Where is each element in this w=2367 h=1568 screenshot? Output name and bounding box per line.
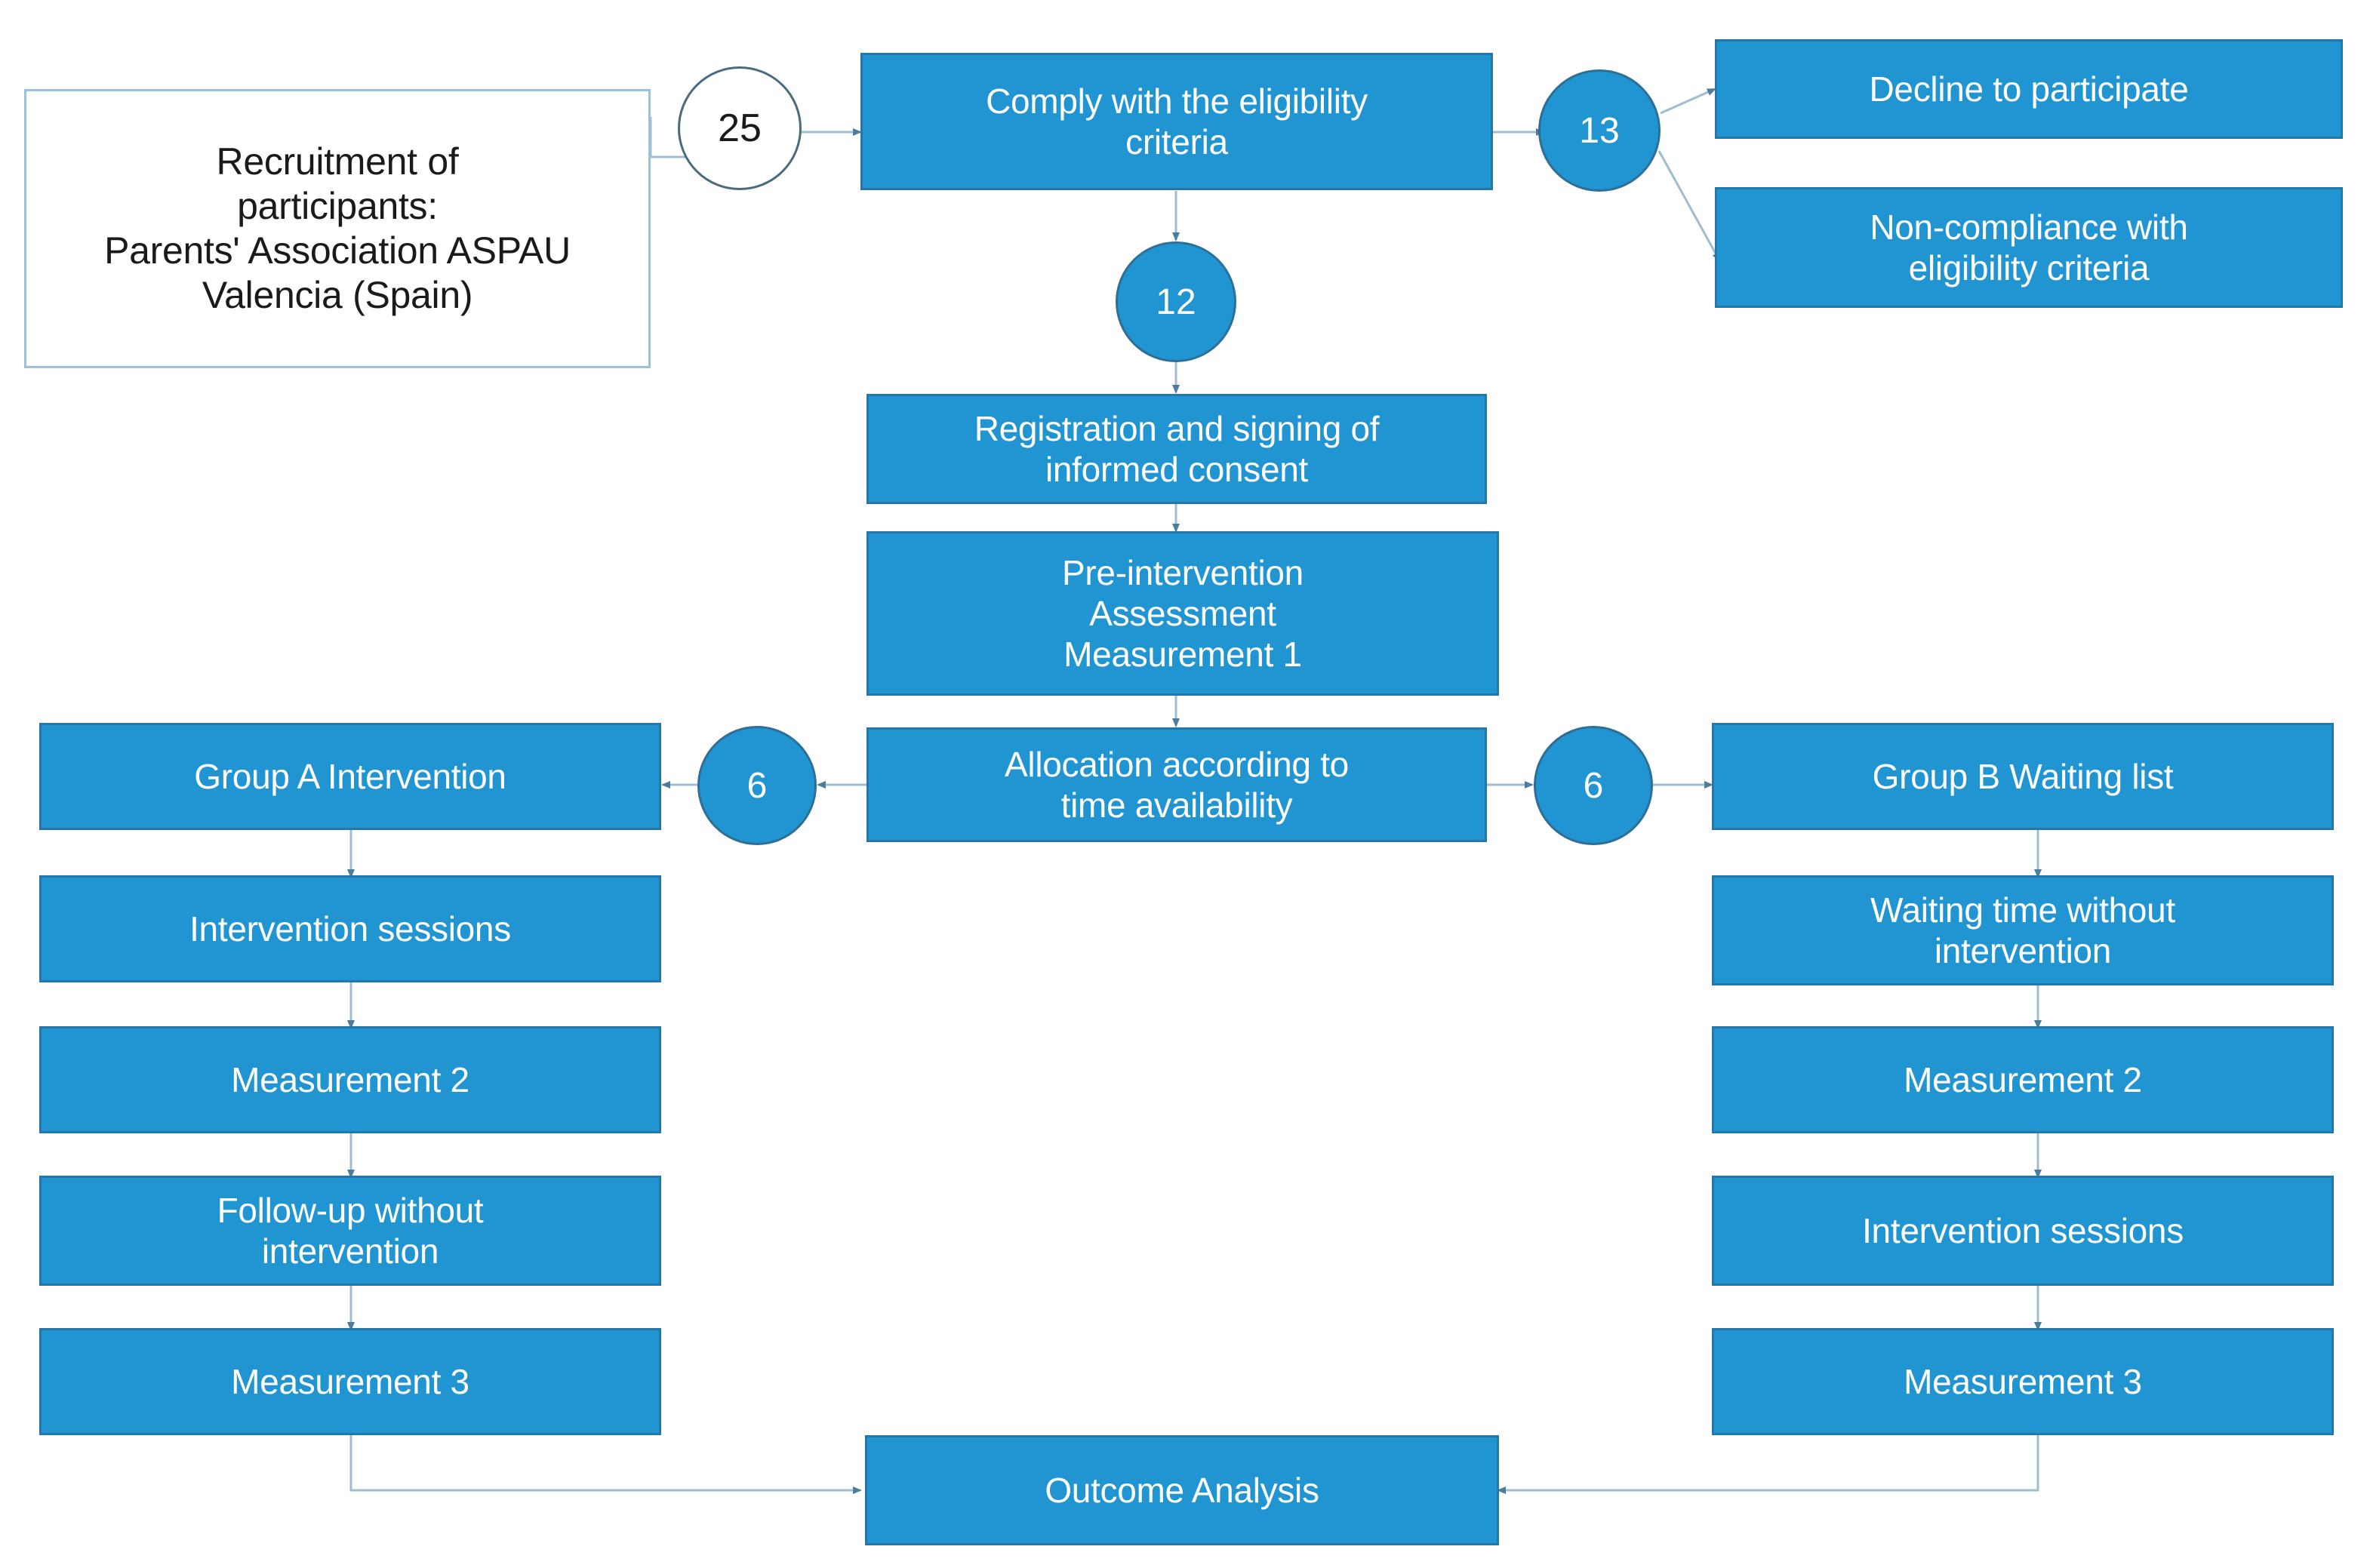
node-group-a-followup[interactable]: Follow-up without intervention — [39, 1176, 661, 1286]
node-group-a-sessions[interactable]: Intervention sessions — [39, 875, 661, 982]
count-circle-screened[interactable]: 25 — [678, 66, 802, 190]
count-circle-group-b[interactable]: 6 — [1534, 726, 1653, 845]
node-group-b-measurement-3[interactable]: Measurement 3 — [1712, 1328, 2334, 1435]
node-group-b-sessions[interactable]: Intervention sessions — [1712, 1176, 2334, 1286]
node-registration-consent[interactable]: Registration and signing of informed con… — [866, 394, 1487, 504]
node-recruitment[interactable]: Recruitment of participants: Parents' As… — [24, 89, 651, 368]
node-non-compliance[interactable]: Non-compliance with eligibility criteria — [1715, 187, 2343, 308]
count-circle-excluded[interactable]: 13 — [1538, 69, 1661, 192]
node-group-a-title[interactable]: Group A Intervention — [39, 723, 661, 830]
node-group-b-title[interactable]: Group B Waiting list — [1712, 723, 2334, 830]
node-group-a-measurement-2[interactable]: Measurement 2 — [39, 1026, 661, 1133]
node-group-b-measurement-2[interactable]: Measurement 2 — [1712, 1026, 2334, 1133]
node-group-a-measurement-3[interactable]: Measurement 3 — [39, 1328, 661, 1435]
node-outcome-analysis[interactable]: Outcome Analysis — [865, 1435, 1499, 1545]
count-circle-enrolled[interactable]: 12 — [1116, 241, 1236, 362]
count-circle-group-a[interactable]: 6 — [697, 726, 817, 845]
node-allocation[interactable]: Allocation according to time availabilit… — [866, 727, 1487, 842]
node-pre-intervention-assessment[interactable]: Pre-intervention Assessment Measurement … — [866, 531, 1499, 696]
node-group-b-waiting-time[interactable]: Waiting time without intervention — [1712, 875, 2334, 985]
node-decline-to-participate[interactable]: Decline to participate — [1715, 39, 2343, 139]
node-eligibility-criteria[interactable]: Comply with the eligibility criteria — [860, 53, 1493, 190]
